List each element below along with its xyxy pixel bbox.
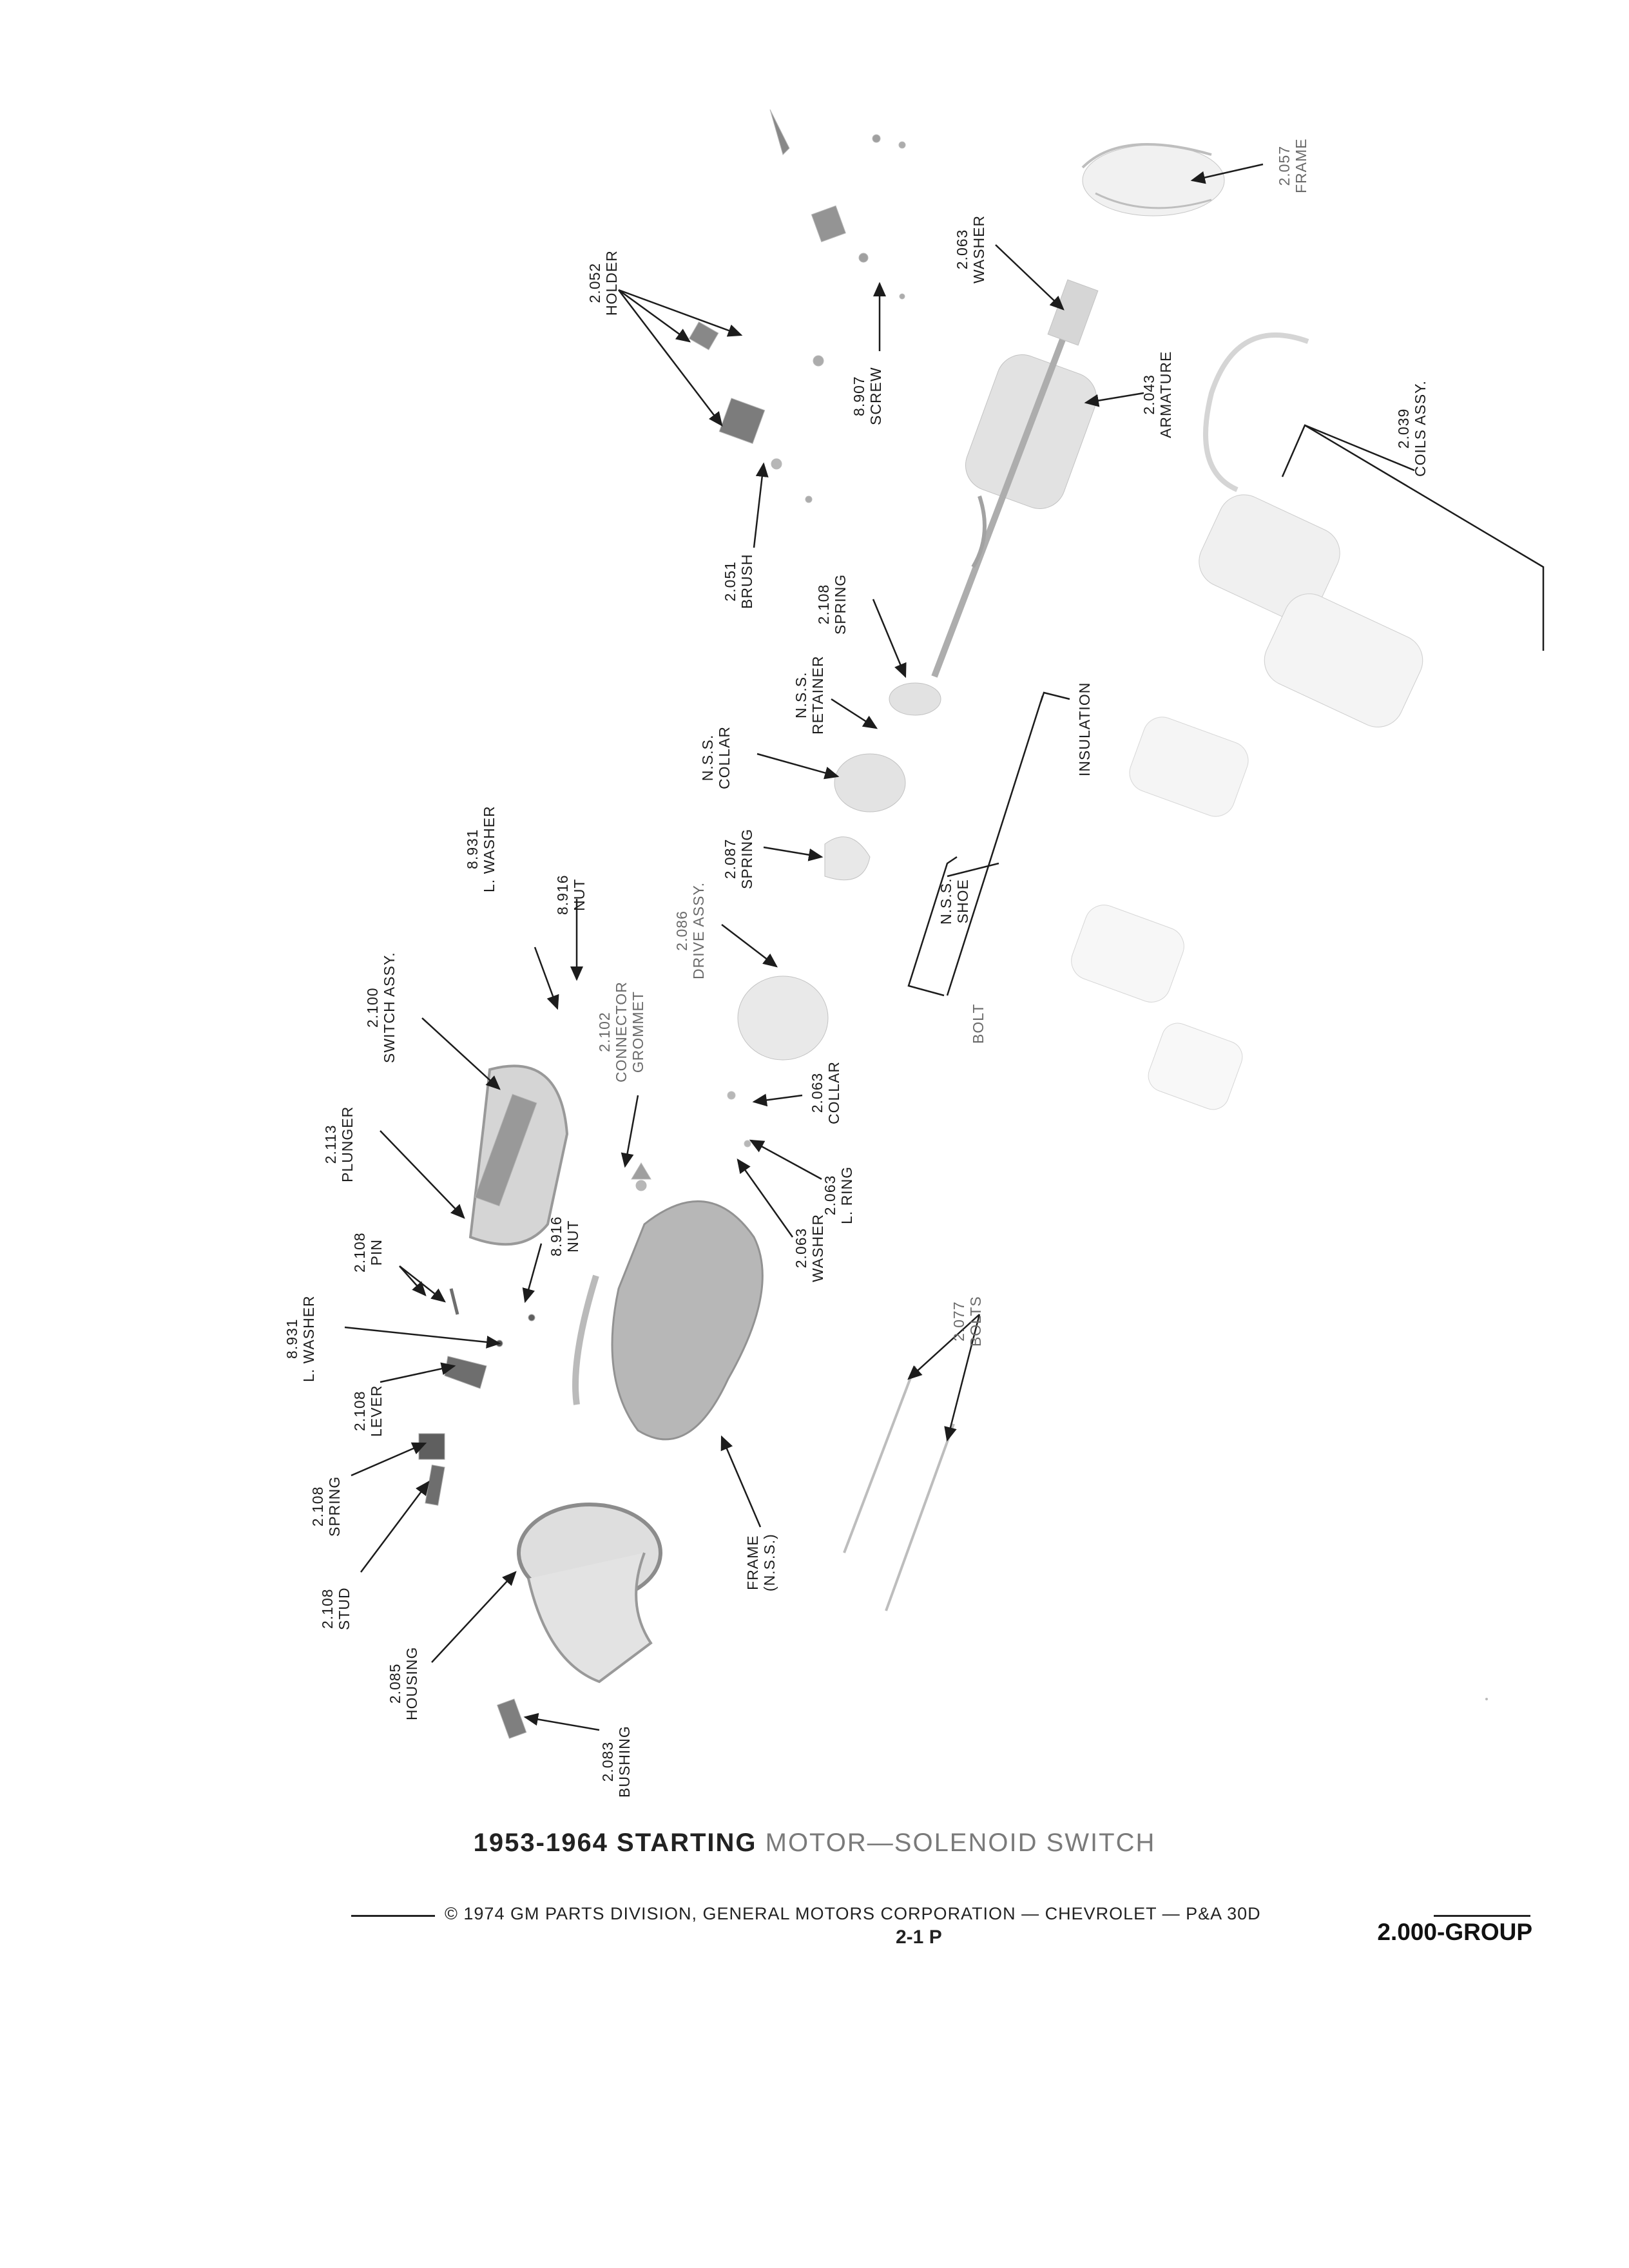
label-insulation: INSULATION bbox=[1076, 682, 1093, 776]
label-brush: 2.051 BRUSH bbox=[722, 553, 755, 609]
leader-lines bbox=[344, 163, 1545, 1731]
grommet-sketch bbox=[631, 1162, 651, 1191]
pole-shoes-sketch bbox=[1071, 716, 1249, 1110]
label-bolts: 2.077 BOLTS bbox=[950, 1296, 984, 1347]
label-spring-low: 2.108 SPRING bbox=[309, 1475, 343, 1537]
housing-sketch bbox=[496, 1503, 662, 1739]
label-bolt: BOLT bbox=[970, 1003, 987, 1044]
page-title: 1953-1964 STARTING MOTOR—SOLENOID SWITCH bbox=[0, 1829, 1629, 1858]
label-screw: 8.907 SCREW bbox=[851, 367, 884, 425]
label-shoe: N.S.S. SHOE bbox=[938, 878, 971, 925]
label-frame-nss: FRAME (N.S.S.) bbox=[744, 1533, 778, 1591]
footer-rule-right bbox=[1434, 1915, 1530, 1917]
solenoid-switch-sketch bbox=[468, 1064, 569, 1246]
label-coils: 2.039 COILS ASSY. bbox=[1395, 380, 1429, 477]
label-bushing: 2.083 BUSHING bbox=[599, 1725, 633, 1798]
label-housing: 2.085 HOUSING bbox=[387, 1646, 420, 1720]
label-washer-top: 2.063 WASHER bbox=[954, 215, 987, 284]
frame-nss-sketch bbox=[572, 1200, 764, 1441]
label-armature: 2.043 ARMATURE bbox=[1141, 351, 1174, 438]
title-faded: MOTOR—SOLENOID SWITCH bbox=[765, 1829, 1156, 1857]
label-plunger: 2.113 PLUNGER bbox=[322, 1106, 356, 1182]
label-pin: 2.108 PIN bbox=[351, 1232, 385, 1273]
part-illustrations bbox=[418, 109, 1423, 1739]
label-switch: 2.100 SWITCH ASSY. bbox=[364, 952, 398, 1063]
armature-sketch bbox=[931, 279, 1099, 678]
label-frame-top: 2.057 FRAME bbox=[1276, 138, 1309, 194]
thru-bolts-sketch bbox=[843, 1365, 955, 1611]
group-number: 2.000-GROUP bbox=[1377, 1919, 1532, 1945]
label-nut-mid: 8.916 NUT bbox=[548, 1216, 581, 1256]
label-lwasher-top: 8.931 L. WASHER bbox=[464, 805, 497, 892]
label-nut-top: 8.916 NUT bbox=[554, 874, 588, 915]
label-lring: 2.063 L. RING bbox=[822, 1166, 855, 1224]
label-collar-nss: N.S.S. COLLAR bbox=[699, 726, 733, 789]
label-connector: 2.102 CONNECTOR GROMMET bbox=[596, 981, 646, 1082]
frame-sketch bbox=[1081, 143, 1225, 216]
scan-speck bbox=[1485, 1698, 1488, 1700]
title-main: 1953-1964 STARTING bbox=[473, 1829, 766, 1857]
field-coils-sketch bbox=[1199, 332, 1423, 727]
label-spring-2087: 2.087 SPRING bbox=[722, 828, 755, 889]
label-washer-mid: 2.063 WASHER bbox=[793, 1213, 826, 1282]
label-lwasher-mid: 8.931 L. WASHER bbox=[284, 1295, 317, 1382]
small-hardware-sketch bbox=[418, 1288, 535, 1506]
label-collar-2063: 2.063 COLLAR bbox=[809, 1061, 842, 1124]
label-lever: 2.108 LEVER bbox=[351, 1385, 385, 1437]
drive-parts-sketch bbox=[727, 682, 941, 1148]
copyright-footer: © 1974 GM PARTS DIVISION, GENERAL MOTORS… bbox=[445, 1904, 1261, 1923]
page-number: 2-1 P bbox=[896, 1927, 942, 1948]
label-holder: 2.052 HOLDER bbox=[586, 250, 620, 316]
footer-rule-left bbox=[351, 1915, 435, 1917]
brush-end-sketch bbox=[688, 109, 906, 503]
label-stud: 2.108 STUD bbox=[319, 1587, 352, 1630]
label-drive: 2.086 DRIVE ASSY. bbox=[673, 881, 707, 979]
label-retainer: N.S.S. RETAINER bbox=[793, 655, 826, 735]
label-spring-top: 2.108 SPRING bbox=[815, 573, 849, 635]
